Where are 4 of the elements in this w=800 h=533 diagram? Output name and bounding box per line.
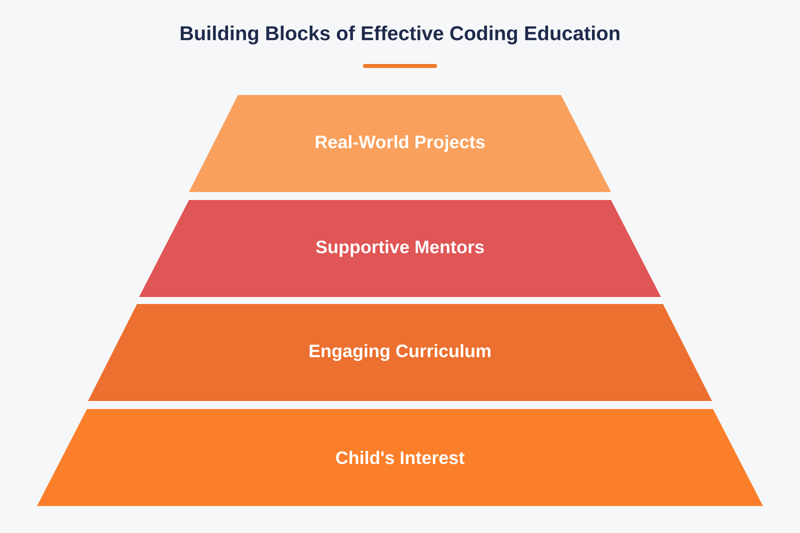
pyramid-layer: Child's Interest [37, 409, 763, 506]
title: Building Blocks of Effective Coding Education [180, 26, 620, 44]
pyramid-layer: Engaging Curriculum [88, 304, 712, 401]
pyramid-layer: Real-World Projects [189, 95, 611, 192]
